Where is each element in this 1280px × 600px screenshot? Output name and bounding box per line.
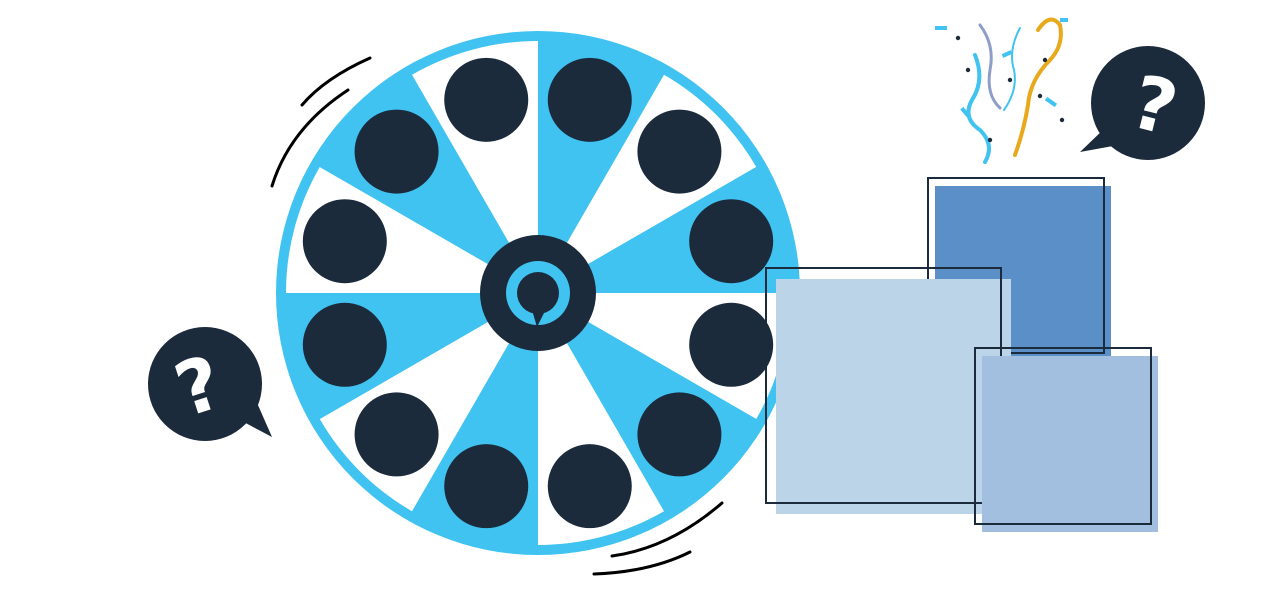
- question-bubble-left: ?: [148, 327, 272, 441]
- confetti-piece: [1044, 96, 1058, 108]
- confetti-piece: [960, 106, 970, 118]
- confetti-dot: [1037, 93, 1043, 99]
- confetti: [935, 17, 1068, 164]
- wheel-dot: [444, 57, 529, 142]
- motion-line: [300, 56, 372, 107]
- box-mid: [982, 356, 1158, 532]
- box-light: [776, 279, 1011, 514]
- gift-boxes: [765, 177, 1158, 532]
- wheel-dot: [689, 199, 774, 284]
- confetti-dot: [1042, 57, 1048, 63]
- wheel-dot: [689, 302, 774, 387]
- wheel-dot: [444, 444, 529, 529]
- streamer-cyan: [966, 53, 991, 164]
- motion-lines: [270, 56, 724, 576]
- wheel-dot: [547, 57, 632, 142]
- streamer-purple: [978, 23, 1002, 110]
- confetti-dot: [955, 35, 961, 41]
- wheel-dot: [637, 392, 722, 477]
- confetti-dot: [1059, 117, 1065, 123]
- motion-line: [592, 550, 692, 576]
- motion-line: [610, 501, 724, 558]
- confetti-piece: [1001, 50, 1013, 58]
- confetti-dot: [987, 137, 993, 143]
- confetti-dot: [1007, 77, 1013, 83]
- box-dark-outline: [927, 177, 1105, 354]
- prize-wheel[interactable]: [276, 31, 800, 555]
- wheel-dots: [302, 57, 774, 529]
- streamer-cyan-2: [1003, 27, 1021, 111]
- wheel-dot: [637, 109, 722, 194]
- question-bubble-right: ?: [1080, 46, 1205, 160]
- streamer-gold: [1013, 17, 1063, 157]
- wheel-dot: [354, 109, 439, 194]
- confetti-dot: [965, 67, 971, 73]
- wheel-dot: [302, 199, 387, 284]
- confetti-piece: [1060, 18, 1068, 22]
- box-mid-outline: [974, 347, 1152, 525]
- wheel-dot: [547, 444, 632, 529]
- wheel-dot: [354, 392, 439, 477]
- wheel-dot: [302, 302, 387, 387]
- question-bubble-icon: [148, 327, 262, 441]
- question-bubble-icon: [1091, 46, 1205, 160]
- speech-bubble-icon: [506, 261, 570, 327]
- confetti-piece: [935, 26, 947, 30]
- motion-line: [270, 88, 350, 188]
